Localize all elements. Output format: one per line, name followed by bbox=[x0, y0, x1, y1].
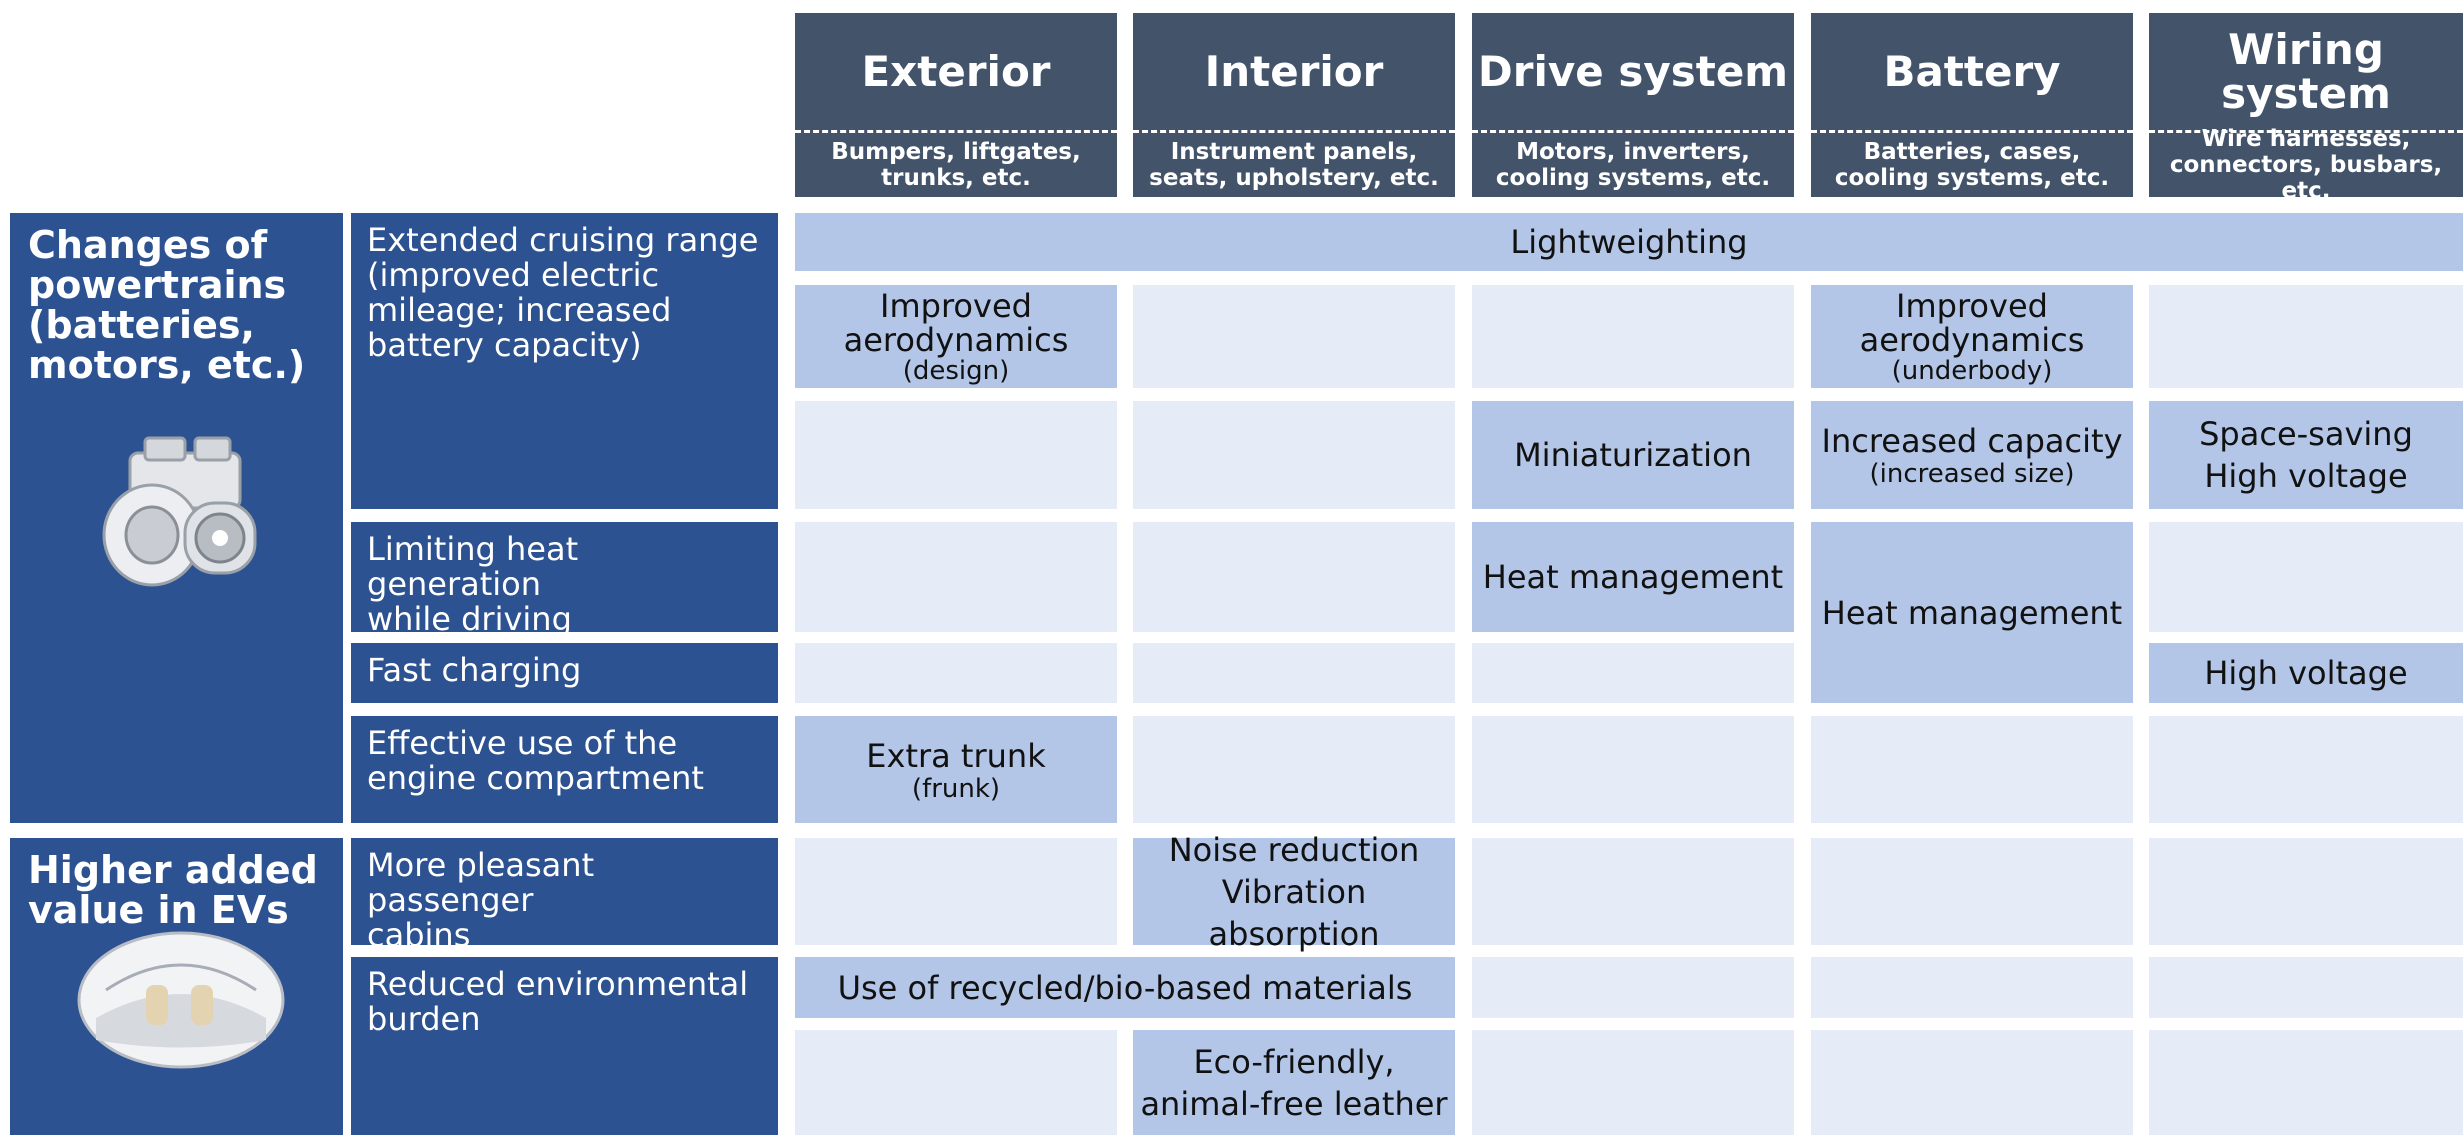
cell-empty bbox=[1133, 401, 1455, 509]
group-header-powertrains: Changes of powertrains (batteries, motor… bbox=[10, 213, 343, 823]
cell-aerodynamics-design: Improved aerodynamics (design) bbox=[795, 285, 1117, 388]
cell-aerodynamics-underbody: Improved aerodynamics (underbody) bbox=[1811, 285, 2133, 388]
group-title: Changes of powertrains (batteries, motor… bbox=[28, 223, 306, 387]
cell-empty bbox=[1472, 1030, 1794, 1135]
cell-high-voltage: High voltage bbox=[2149, 643, 2463, 703]
cell-empty bbox=[1811, 1030, 2133, 1135]
cell-empty bbox=[1811, 838, 2133, 945]
cell-text: Miniaturization bbox=[1514, 436, 1752, 474]
cell-text: Use of recycled/bio-based materials bbox=[837, 968, 1413, 1007]
cell-recycled-materials: Use of recycled/bio-based materials bbox=[795, 957, 1455, 1018]
cell-text: Increased capacity bbox=[1821, 422, 2123, 460]
row-label-heat-generation: Limiting heat generation while driving bbox=[351, 522, 778, 637]
cell-extra-trunk: Extra trunk (frunk) bbox=[795, 716, 1117, 823]
cell-empty bbox=[795, 401, 1117, 509]
cell-noise-reduction: Noise reduction Vibration absorption bbox=[1133, 831, 1455, 953]
cell-note: (design) bbox=[902, 355, 1010, 386]
cell-empty bbox=[1472, 643, 1794, 703]
cell-empty bbox=[2149, 522, 2463, 632]
cell-empty bbox=[1472, 716, 1794, 823]
cell-text: Heat management bbox=[1482, 558, 1784, 596]
ev-motor-icon bbox=[102, 436, 257, 587]
column-subtitle: Motors, inverters, cooling systems, etc. bbox=[1495, 139, 1771, 191]
column-title: Battery bbox=[1811, 13, 2133, 133]
column-subtitle: Bumpers, liftgates, trunks, etc. bbox=[831, 139, 1081, 191]
cell-empty bbox=[2149, 285, 2463, 388]
column-subtitle: Batteries, cases, cooling systems, etc. bbox=[1834, 139, 2110, 191]
column-title: Wiring system bbox=[2149, 13, 2463, 133]
cell-empty bbox=[795, 1030, 1117, 1135]
cell-text: Noise reduction Vibration absorption bbox=[1168, 830, 1420, 953]
cell-miniaturization: Miniaturization bbox=[1472, 401, 1794, 509]
cell-empty bbox=[1811, 716, 2133, 823]
cell-lightweighting: Lightweighting bbox=[795, 213, 2463, 271]
cell-empty bbox=[1472, 285, 1794, 388]
cell-empty bbox=[795, 838, 1117, 945]
row-label-pleasant-cabins: More pleasant passenger cabins bbox=[351, 838, 778, 953]
cell-empty bbox=[795, 643, 1117, 703]
cell-empty bbox=[2149, 1030, 2463, 1135]
column-subtitle: Wire harnesses, connectors, busbars, etc… bbox=[2169, 126, 2443, 204]
cell-empty bbox=[1472, 957, 1794, 1018]
cell-note: (underbody) bbox=[1891, 355, 2053, 386]
row-label-fast-charging: Fast charging bbox=[351, 643, 778, 703]
cell-animal-free-leather: Eco-friendly, animal-free leather bbox=[1133, 1030, 1455, 1135]
cell-text: Space-saving High voltage bbox=[2199, 415, 2413, 495]
cell-note: (frunk) bbox=[911, 773, 1001, 804]
column-header-drive-system: Drive system Motors, inverters, cooling … bbox=[1472, 13, 1794, 197]
cell-heat-management-drive: Heat management bbox=[1472, 522, 1794, 632]
cell-increased-capacity: Increased capacity (increased size) bbox=[1811, 401, 2133, 509]
column-header-battery: Battery Batteries, cases, cooling system… bbox=[1811, 13, 2133, 197]
group-header-added-value: Higher added value in EVs bbox=[10, 838, 343, 1135]
column-header-wiring-system: Wiring system Wire harnesses, connectors… bbox=[2149, 13, 2463, 204]
cell-text: Improved aerodynamics bbox=[1859, 286, 2085, 359]
cell-empty bbox=[1133, 285, 1455, 388]
column-header-exterior: Exterior Bumpers, liftgates, trunks, etc… bbox=[795, 13, 1117, 197]
cell-note: (increased size) bbox=[1869, 459, 2075, 489]
cell-space-saving: Space-saving High voltage bbox=[2149, 401, 2463, 509]
column-title: Exterior bbox=[795, 13, 1117, 133]
cell-text: Eco-friendly, animal-free leather bbox=[1140, 1042, 1448, 1123]
ev-cabin-icon bbox=[77, 931, 285, 1069]
row-label-extended-range: Extended cruising range (improved electr… bbox=[351, 213, 778, 509]
cell-text: Extra trunk bbox=[866, 736, 1046, 775]
column-subtitle: Instrument panels, seats, upholstery, et… bbox=[1149, 139, 1439, 191]
cell-empty bbox=[1811, 957, 2133, 1018]
row-label-engine-compartment: Effective use of the engine compartment bbox=[351, 716, 778, 823]
row-label-environmental: Reduced environmental burden bbox=[351, 957, 778, 1135]
cell-empty bbox=[2149, 838, 2463, 945]
cell-empty bbox=[1133, 716, 1455, 823]
cell-empty bbox=[2149, 716, 2463, 823]
column-header-interior: Interior Instrument panels, seats, uphol… bbox=[1133, 13, 1455, 197]
cell-heat-management-battery: Heat management bbox=[1811, 522, 2133, 703]
cell-empty bbox=[2149, 957, 2463, 1018]
column-title: Drive system bbox=[1472, 13, 1794, 133]
cell-text: Improved aerodynamics bbox=[843, 286, 1069, 359]
column-title: Interior bbox=[1133, 13, 1455, 133]
cell-text: Heat management bbox=[1821, 593, 2123, 632]
cell-empty bbox=[1472, 838, 1794, 945]
cell-empty bbox=[1133, 643, 1455, 703]
cell-text: High voltage bbox=[2204, 654, 2408, 692]
cell-text: Lightweighting bbox=[1510, 223, 1748, 261]
group-title: Higher added value in EVs bbox=[28, 848, 318, 932]
cell-empty bbox=[795, 522, 1117, 632]
cell-empty bbox=[1133, 522, 1455, 632]
